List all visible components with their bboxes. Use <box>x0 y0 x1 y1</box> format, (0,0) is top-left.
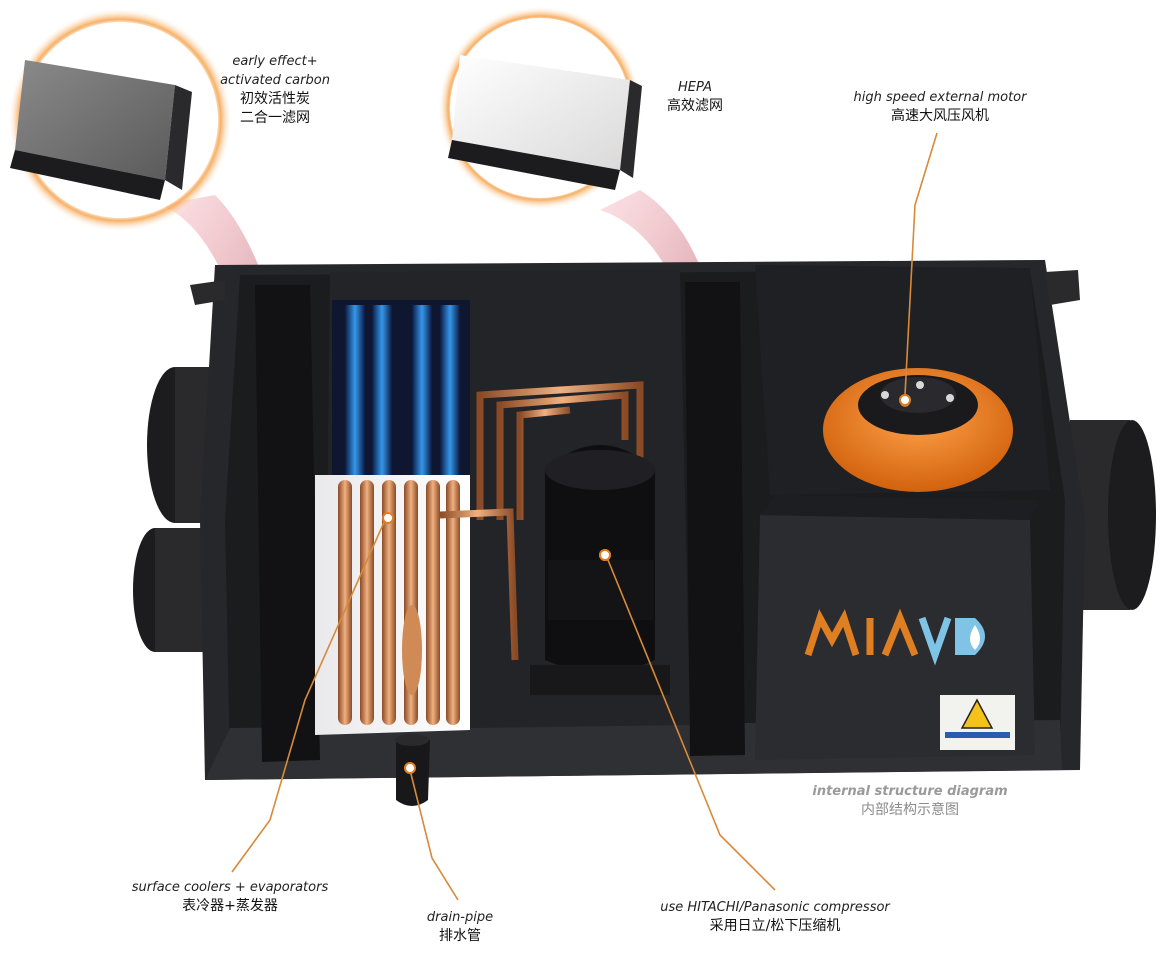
label-compressor-en: use HITACHI/Panasonic compressor <box>660 900 890 915</box>
label-internal-zh: 内部结构示意图 <box>861 802 959 818</box>
bracket-right <box>1045 270 1080 305</box>
label-motor: high speed external motor 高速大风压风机 <box>840 88 1040 126</box>
label-compressor-zh: 采用日立/松下压缩机 <box>709 918 841 934</box>
callout-coolers <box>231 519 386 873</box>
callout-compressor <box>607 559 776 891</box>
callout-lines <box>231 132 938 901</box>
label-coolers-zh: 表冷器+蒸发器 <box>182 898 278 914</box>
evaporator-coil <box>315 475 470 735</box>
label-hepa-en: HEPA <box>677 80 713 95</box>
compressor <box>530 445 670 695</box>
label-hepa-zh: 高效滤网 <box>667 98 723 114</box>
label-motor-en: high speed external motor <box>853 90 1027 105</box>
bracket-left <box>190 280 225 305</box>
filter-slot-primary <box>255 285 320 762</box>
label-motor-zh: 高速大风压风机 <box>891 108 989 124</box>
label-drain-en: drain-pipe <box>426 910 494 925</box>
centrifugal-fan <box>823 368 1013 492</box>
filter-slot-hepa <box>685 282 745 756</box>
control-box <box>755 495 1040 760</box>
callout-dot-drain <box>404 762 416 774</box>
callout-dot-motor <box>899 394 911 406</box>
label-primary-filter: early effect+ activated carbon 初效活性炭 二合一… <box>200 52 350 128</box>
label-hepa: HEPA 高效滤网 <box>630 78 760 116</box>
label-drain: drain-pipe 排水管 <box>400 908 520 946</box>
label-coolers-en: surface coolers + evaporators <box>131 880 329 895</box>
callout-dot-compressor <box>599 549 611 561</box>
callout-motor <box>904 132 938 396</box>
label-primary-filter-zh-1: 初效活性炭 <box>240 91 310 107</box>
miavd-logo <box>804 608 985 666</box>
label-coolers: surface coolers + evaporators 表冷器+蒸发器 <box>120 878 340 916</box>
label-drain-zh: 排水管 <box>439 928 481 944</box>
callout-drain <box>409 769 459 901</box>
filter-magnifier-hepa <box>438 6 642 210</box>
label-primary-filter-en-2: activated carbon <box>220 73 330 88</box>
callout-dot-coolers <box>382 512 394 524</box>
warning-label <box>940 695 1015 750</box>
label-internal-structure: internal structure diagram 内部结构示意图 <box>790 782 1030 820</box>
label-primary-filter-en-1: early effect+ <box>232 54 318 69</box>
label-primary-filter-zh-2: 二合一滤网 <box>240 110 310 126</box>
label-compressor: use HITACHI/Panasonic compressor 采用日立/松下… <box>640 898 910 936</box>
filter-magnifier-primary <box>8 8 232 232</box>
uv-lamp-chamber <box>332 300 470 480</box>
label-internal-en: internal structure diagram <box>812 784 1008 799</box>
